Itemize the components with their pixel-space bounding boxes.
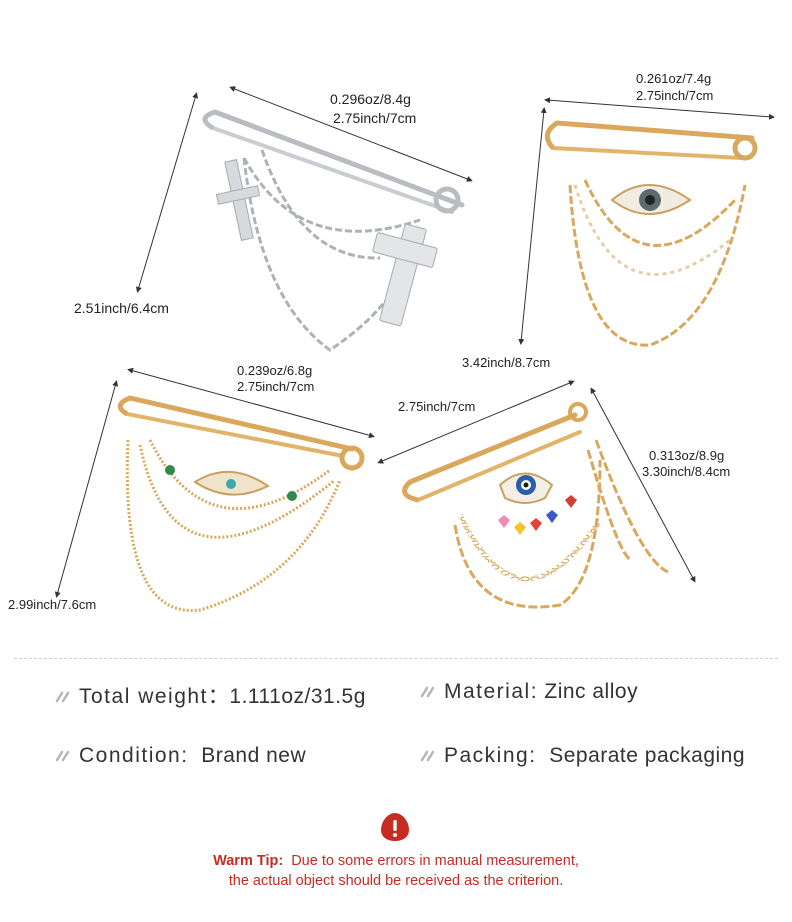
measurement-lines — [54, 86, 775, 598]
gold-eye-length-label: 2.75inch/7cm — [636, 88, 714, 103]
gold-bead-height-label: 2.99inch/7.6cm — [8, 597, 97, 612]
double-slash-icon — [420, 751, 435, 762]
spec-material: Material: Zinc alloy — [420, 680, 638, 704]
spec-condition: Condition: Brand new — [55, 744, 306, 768]
condition-value: Brand new — [201, 744, 307, 767]
warm-tip-label: Warm Tip: — [213, 853, 284, 869]
gold-bead-length-label: 2.75inch/7cm — [237, 379, 315, 394]
condition-label: Condition: — [79, 744, 189, 767]
warm-tip-line2: the actual object should be received as … — [228, 873, 564, 889]
double-slash-icon — [420, 687, 435, 698]
gold-eye-height-label: 3.42inch/8.7cm — [462, 355, 551, 370]
gold-heart-length-label: 2.75inch/7cm — [398, 399, 476, 414]
spec-packing: Packing: Separate packaging — [420, 744, 745, 768]
gold-bead-chain-brooch — [117, 395, 365, 613]
total-weight-separator: ： — [207, 685, 230, 708]
gold-heart-height-label: 3.30inch/8.4cm — [642, 464, 731, 479]
gold-heart-weight-label: 0.313oz/8.9g — [649, 448, 725, 463]
warm-tip-line1: Warm Tip: Due to some errors in manual me… — [0, 851, 792, 872]
gold-bead-weight-label: 0.239oz/6.8g — [237, 363, 313, 378]
warm-tip-text-1: Due to some errors in manual measurement… — [291, 853, 579, 869]
silver-height-label: 2.51inch/6.4cm — [74, 300, 169, 316]
gold-heart-charm-brooch — [402, 402, 669, 609]
total-weight-label: Total weight — [79, 685, 208, 708]
packing-label: Packing: — [444, 744, 537, 767]
section-divider — [14, 658, 778, 659]
warning-icon — [381, 813, 409, 841]
silver-cross-brooch — [202, 109, 465, 352]
silver-weight-label: 0.296oz/8.4g — [330, 91, 411, 107]
silver-length-label: 2.75inch/7cm — [333, 110, 417, 126]
material-label: Material: — [444, 680, 539, 703]
gold-eye-weight-label: 0.261oz/7.4g — [636, 71, 712, 86]
material-value: Zinc alloy — [544, 680, 639, 703]
double-slash-icon — [55, 692, 70, 703]
double-slash-icon — [55, 751, 70, 762]
packing-value: Separate packaging — [549, 744, 746, 767]
spec-total-weight: Total weight：1.111oz/31.5g — [55, 680, 366, 710]
gold-evil-eye-brooch — [544, 120, 758, 347]
total-weight-value: 1.111oz/31.5g — [229, 685, 366, 708]
